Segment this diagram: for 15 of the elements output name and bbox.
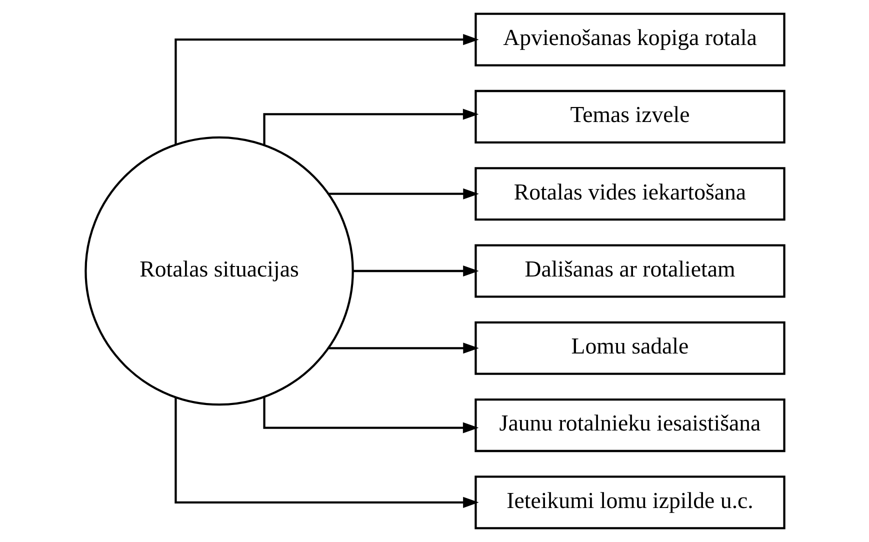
node-box: Apvienošanas kopiga rotala bbox=[474, 12, 785, 66]
arrow bbox=[352, 265, 478, 277]
node-box: Temas izvele bbox=[474, 90, 785, 144]
node-circle: Rotalas situacijas bbox=[84, 136, 354, 406]
node-box: Ieteikumi lomu izpilde u.c. bbox=[474, 476, 785, 530]
arrow bbox=[262, 396, 478, 434]
arrow bbox=[328, 188, 478, 200]
node-box: Jaunu rotalnieku iesaistišana bbox=[474, 398, 785, 452]
arrow bbox=[174, 398, 478, 508]
arrow bbox=[174, 34, 478, 144]
arrow bbox=[262, 108, 478, 146]
node-box: Dališanas ar rotalietam bbox=[474, 244, 785, 298]
arrow bbox=[328, 342, 478, 354]
node-box: Rotalas vides iekartošana bbox=[474, 167, 785, 221]
node-box: Lomu sadale bbox=[474, 321, 785, 375]
